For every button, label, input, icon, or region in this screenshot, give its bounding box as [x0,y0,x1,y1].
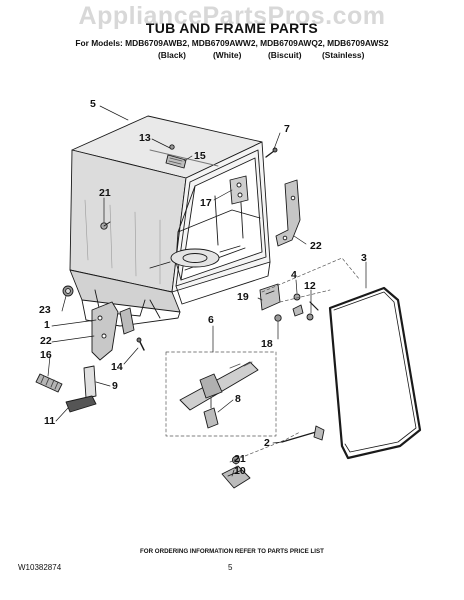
screw-7 [266,148,277,157]
callout-5: 5 [90,98,96,110]
vent-part [166,145,186,168]
bracket-17 [230,176,248,204]
dispenser-box-6 [166,352,276,436]
callout-13: 13 [139,132,151,144]
screw-2 [282,426,324,442]
callout-1: 1 [44,319,50,331]
callout-23: 23 [39,304,51,316]
callout-8: 8 [235,393,241,405]
callout-9: 9 [112,380,118,392]
pad-9 [84,366,96,398]
callout-15: 15 [194,150,206,162]
model-list: For Models: MDB6709AWB2, MDB6709AWW2, MD… [75,38,389,48]
callout-16: 16 [40,349,52,361]
strip-11 [66,396,96,412]
variant-biscuit: (Biscuit) [268,50,302,60]
small-parts-4-12 [293,294,318,320]
callout-10: 10 [234,465,246,477]
page-title: TUB AND FRAME PARTS [145,20,319,36]
callout-14: 14 [111,361,123,373]
variant-stainless: (Stainless) [322,50,365,60]
page-number: 5 [228,563,233,572]
callout-18: 18 [261,338,273,350]
callout-12: 12 [304,280,316,292]
ordering-note: FOR ORDERING INFORMATION REFER TO PARTS … [140,548,324,555]
variant-black: (Black) [158,50,186,60]
watermark: AppliancePartsPros.com [78,2,386,30]
callout-2: 2 [264,437,270,449]
document-number: W10382874 [18,563,62,572]
callout-22-right: 22 [310,240,322,252]
bracket-22-right [276,180,300,246]
bracket-19 [260,284,281,321]
callout-6: 6 [208,314,214,326]
leveling-foot-23 [63,286,73,296]
callout-3: 3 [361,252,367,264]
bracket-1-22-left [92,302,134,360]
callout-21-upper: 21 [99,187,111,199]
screw-21-side [101,222,110,229]
callout-7: 7 [284,123,290,135]
spring-16 [36,374,62,392]
callout-4: 4 [291,269,297,281]
callout-11: 11 [44,415,56,427]
callout-17: 17 [200,197,212,209]
callout-19: 19 [237,291,249,303]
screw-14 [137,338,144,350]
callout-22-left: 22 [40,335,52,347]
callout-21-lower: 21 [234,453,246,465]
variant-white: (White) [213,50,242,60]
door-gasket-3 [330,288,420,458]
